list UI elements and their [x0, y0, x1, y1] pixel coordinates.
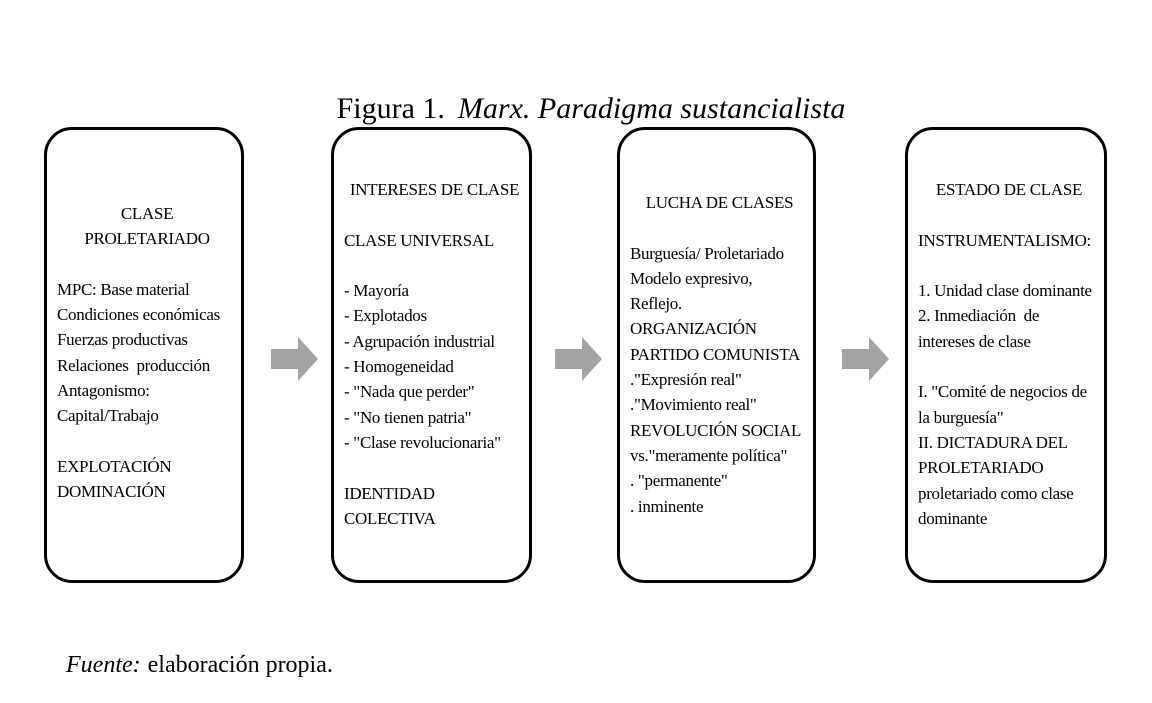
figure-title-italic: Marx. Paradigma sustancialista [457, 92, 846, 125]
box-line: IDENTIDAD [344, 483, 435, 503]
box-line: EXPLOTACIÓN [57, 456, 172, 476]
box-line-spacer [344, 455, 525, 480]
box-line: Modelo expresivo, [630, 268, 753, 288]
box-line: vs."meramente política" [630, 445, 788, 465]
box-line-spacer [918, 354, 1100, 379]
box-line: Burguesía/ Proletariado [630, 243, 784, 263]
source-note-text: elaboración propia. [147, 652, 333, 678]
right-arrow-icon [271, 336, 319, 382]
box-line: . "permanente" [630, 471, 728, 491]
box-line: la burguesía" [918, 407, 1004, 427]
box-line: Capital/Trabajo [57, 406, 159, 426]
box-line: Relaciones producción [57, 355, 210, 375]
box-line: - Homogeneidad [344, 357, 454, 377]
box-line: ."Expresión real" [630, 370, 742, 390]
box-line: - Mayoría [344, 281, 409, 301]
box-line: INSTRUMENTALISMO: [918, 230, 1091, 250]
box-line: COLECTIVA [344, 508, 436, 528]
box-line: ."Movimiento real" [630, 395, 757, 415]
box-line: - Explotados [344, 306, 427, 326]
box-line: - Agrupación industrial [344, 331, 495, 351]
box-line: Antagonismo: [57, 381, 150, 401]
box-line-spacer [630, 215, 809, 240]
box-line: Fuerzas productivas [57, 330, 188, 350]
box-line: ORGANIZACIÓN [630, 319, 757, 339]
box-line-spacer [57, 252, 237, 277]
right-arrow-icon [555, 336, 603, 382]
box-line: 2. Inmediación de [918, 306, 1040, 326]
box-line: PROLETARIADO [84, 229, 210, 249]
box-line: MPC: Base material [57, 279, 190, 299]
box-line: - "Nada que perder" [344, 382, 475, 402]
box-line-spacer [57, 429, 237, 454]
figure-label: Figura 1. [336, 92, 445, 125]
source-note-label: Fuente: [66, 652, 141, 678]
right-arrow-icon [842, 336, 890, 382]
box-line: DOMINACIÓN [57, 482, 166, 502]
box-line: CLASE UNIVERSAL [344, 230, 494, 250]
box-line: . inminente [630, 496, 704, 516]
box-line-spacer [918, 253, 1100, 278]
box-intereses-de-clase: INTERESES DE CLASE CLASE UNIVERSAL - Mayor… [331, 127, 532, 583]
box-line: CLASE [120, 204, 174, 223]
box-line-spacer [344, 253, 525, 278]
box-line: dominante [918, 508, 988, 528]
box-line: - "Clase revolucionaria" [344, 432, 501, 452]
box-line: Reflejo. [630, 294, 682, 314]
box-line: II. DICTADURA DEL [918, 432, 1068, 452]
box-line: PROLETARIADO [918, 458, 1044, 478]
box-line: I. "Comité de negocios de [918, 382, 1087, 402]
box-line-spacer [344, 202, 525, 227]
box-line: Condiciones económicas [57, 305, 220, 325]
box-line: REVOLUCIÓN SOCIAL [630, 420, 802, 440]
box-line: proletariado como clase [918, 483, 1074, 503]
box-line: 1. Unidad clase dominante [918, 281, 1092, 301]
box-line: intereses de clase [918, 331, 1031, 351]
box-line: - "No tienen patria" [344, 407, 472, 427]
box-line: PARTIDO COMUNISTA [630, 344, 800, 364]
figure-title: Figura 1. Marx. Paradigma sustancialista [0, 49, 1152, 169]
box-line-spacer [918, 202, 1100, 227]
source-note: Fuente:elaboración propia. [42, 614, 333, 703]
box-line: ESTADO DE CLASE [935, 180, 1083, 199]
box-line: LUCHA DE CLASES [645, 193, 794, 212]
box-estado-de-clase: ESTADO DE CLASE INSTRUMENTALISMO: 1. Unida… [905, 127, 1107, 583]
box-line: INTERESES DE CLASE [349, 180, 520, 199]
